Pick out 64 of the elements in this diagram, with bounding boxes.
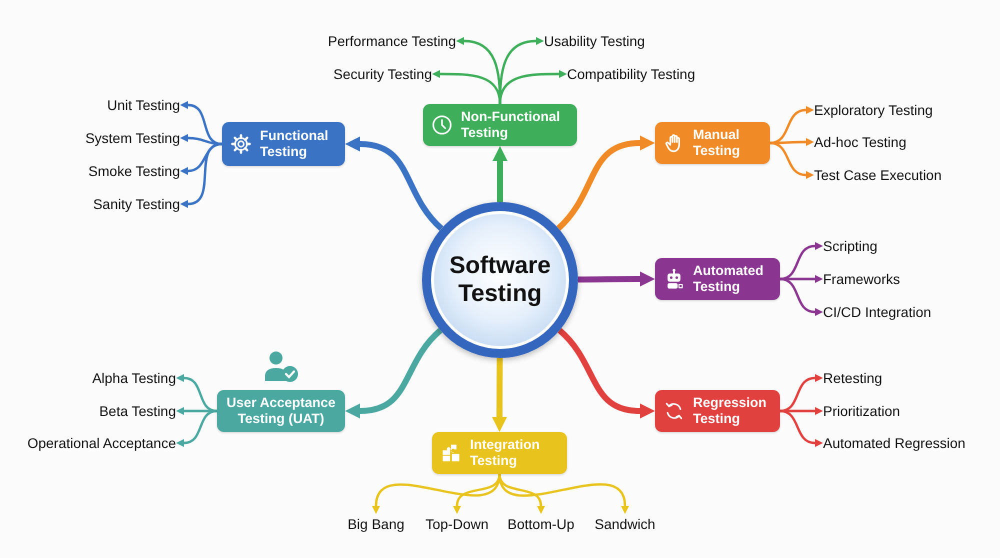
branch-label: Smoke Testing [60,161,180,181]
arrow [770,142,814,179]
branch-label: Automated Regression [823,433,993,453]
arrow [498,70,567,104]
branch-label: Usability Testing [544,31,674,51]
arrow [432,70,502,104]
arrow [180,142,222,208]
branch-label: Scripting [823,236,943,256]
arrow [770,106,814,144]
category-label: Regression Testing [693,395,768,427]
arrow [180,142,222,175]
arrow [780,374,823,412]
branch-label: Sanity Testing [60,194,180,214]
branch-label: System Testing [60,128,180,148]
category-box [655,258,780,300]
arrow [556,136,655,230]
category-label: User Acceptance Testing (UAT) [225,395,337,427]
branch-label: Prioritization [823,401,943,421]
branch-label: Frameworks [823,269,943,289]
branch-label: Bottom-Up [501,514,581,534]
category-label: Integration Testing [470,437,541,469]
branch-label: Beta Testing [56,401,176,421]
arrow [780,410,823,447]
category-box [655,390,780,432]
category-label: Non-Functional Testing [461,109,561,141]
arrow [498,474,545,514]
branch-label: Ad-hoc Testing [814,132,944,152]
category-box [217,390,345,432]
category-label: Manual Testing [693,127,741,159]
branch-label: Top-Down [417,514,497,534]
category-box [222,122,345,166]
branch-label: Sandwich [585,514,665,534]
category-label: Functional Testing [260,128,330,160]
arrow [180,101,222,146]
branch-label: Retesting [823,368,943,388]
arrow [345,136,444,231]
arrow [372,474,501,514]
central-title: Software Testing [448,252,552,308]
branch-label: CI/CD Integration [823,302,953,322]
category-box [423,104,577,146]
branch-label: Unit Testing [60,95,180,115]
category-label: Automated Testing [693,263,764,295]
arrow [780,242,823,280]
branch-label: Big Bang [336,514,416,534]
arrow [780,278,823,316]
branch-label: Performance Testing [316,31,456,51]
branch-label: Exploratory Testing [814,100,964,120]
arrow [180,134,222,146]
category-box [432,432,567,474]
arrow [345,328,443,418]
arrow [498,474,629,514]
arrow [557,328,655,418]
arrow [176,374,218,412]
arrow [492,358,507,432]
arrow [176,410,218,447]
branch-label: Operational Acceptance [11,433,176,453]
branch-label: Test Case Execution [814,165,964,185]
category-box [655,122,770,164]
branch-label: Compatibility Testing [567,64,717,84]
arrow [492,146,508,202]
arrow [453,474,501,514]
arrow [578,272,655,286]
branch-label: Alpha Testing [56,368,176,388]
branch-label: Security Testing [312,64,432,84]
